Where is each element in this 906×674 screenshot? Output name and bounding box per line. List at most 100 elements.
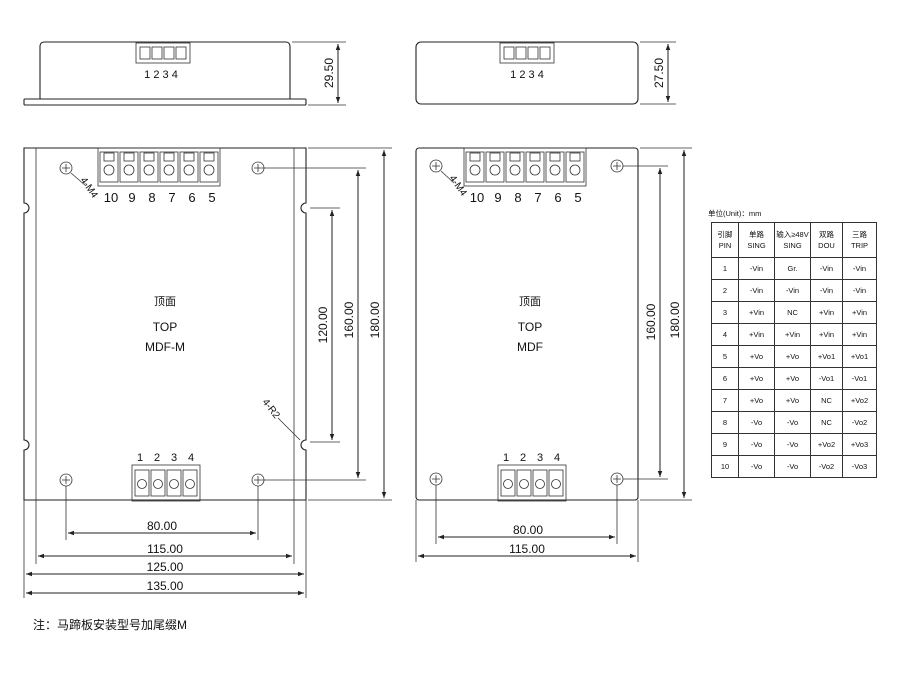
table-row: 10-Vo-Vo-Vo2-Vo3 xyxy=(711,455,877,478)
table-cell: 3 xyxy=(711,301,739,324)
right-pin-10: 10 xyxy=(470,190,484,205)
table-row: 2-Vin-Vin-Vin-Vin xyxy=(711,279,877,302)
right-pin-8: 8 xyxy=(514,190,521,205)
table-row: 4+Vin+Vin+Vin+Vin xyxy=(711,323,877,346)
table-cell: -Vin xyxy=(842,257,877,280)
table-cell: +Vin xyxy=(738,323,775,346)
left-dim-120: 120.00 xyxy=(316,306,330,343)
left-pin-3: 3 xyxy=(171,452,177,464)
left-pin-2: 2 xyxy=(154,452,160,464)
table-cell: 6 xyxy=(711,367,739,390)
left-dim-125: 125.00 xyxy=(147,560,184,574)
table-cell: -Vin xyxy=(810,279,843,302)
right-pin-7: 7 xyxy=(534,190,541,205)
table-cell: +Vin xyxy=(842,323,877,346)
left-pin-6: 6 xyxy=(188,190,195,205)
table-row: 5+Vo+Vo+Vo1+Vo1 xyxy=(711,345,877,368)
table-cell: +Vin xyxy=(842,301,877,324)
table-cell: +Vo xyxy=(774,345,811,368)
table-cell: +Vin xyxy=(810,323,843,346)
table-row: 6+Vo+Vo-Vo1-Vo1 xyxy=(711,367,877,390)
right-pin-1: 1 xyxy=(503,452,509,464)
right-bottom-connector xyxy=(497,464,567,502)
left-pin-4: 4 xyxy=(188,452,194,464)
table-cell: 9 xyxy=(711,433,739,456)
left-pin-7: 7 xyxy=(168,190,175,205)
right-pin-4: 4 xyxy=(554,452,560,464)
left-pin-5: 5 xyxy=(208,190,215,205)
table-cell: -Vo xyxy=(738,433,775,456)
table-cell: +Vo2 xyxy=(810,433,843,456)
table-cell: -Vo xyxy=(738,455,775,478)
right-dim-115: 115.00 xyxy=(509,542,545,556)
table-cell: +Vo xyxy=(774,367,811,390)
left-label-cn: 顶面 xyxy=(154,295,176,308)
left-dim-160: 160.00 xyxy=(342,301,356,338)
table-cell: 8 xyxy=(711,411,739,434)
right-side-connector xyxy=(499,42,555,64)
table-cell: -Vo2 xyxy=(842,411,877,434)
right-bottom-pin-numbers: 1 2 3 4 xyxy=(503,452,560,464)
right-dim-180: 180.00 xyxy=(668,301,682,338)
right-hole-tl xyxy=(429,159,443,173)
table-cell: 10 xyxy=(711,455,739,478)
right-label-cn: 顶面 xyxy=(519,295,541,308)
table-cell: -Vin xyxy=(842,279,877,302)
right-height-dim: 27.50 xyxy=(652,58,666,88)
table-cell: 7 xyxy=(711,389,739,412)
left-bottom-connector xyxy=(131,464,201,502)
right-pin-9: 9 xyxy=(494,190,501,205)
footnote: 注：马蹄板安装型号加尾缀M xyxy=(33,618,187,632)
left-pin-10: 10 xyxy=(104,190,118,205)
table-cell: 4 xyxy=(711,323,739,346)
left-dim-80: 80.00 xyxy=(147,519,177,533)
left-top-connector xyxy=(97,147,221,187)
table-cell: Gr. xyxy=(774,257,811,280)
right-side-pin-numbers: 1 2 3 4 xyxy=(510,69,544,81)
table-cell: 1 xyxy=(711,257,739,280)
right-top-view: 10 9 8 7 6 5 1 2 3 4 4-M4 顶面 TOP MDF 160… xyxy=(415,147,692,562)
table-cell: -Vo xyxy=(774,411,811,434)
left-label-top: TOP xyxy=(153,320,177,334)
table-cell: +Vin xyxy=(774,323,811,346)
table-cell: -Vin xyxy=(738,279,775,302)
table-cell: -Vo xyxy=(738,411,775,434)
table-cell: NC xyxy=(810,411,843,434)
left-bottom-pin-numbers: 1 2 3 4 xyxy=(137,452,194,464)
right-hole-tr xyxy=(610,159,624,173)
table-cell: +Vin xyxy=(810,301,843,324)
left-hole-tl xyxy=(59,161,73,175)
table-cell: -Vo2 xyxy=(810,455,843,478)
table-cell: +Vo3 xyxy=(842,433,877,456)
right-pin-3: 3 xyxy=(537,452,543,464)
table-cell: 5 xyxy=(711,345,739,368)
table-cell: -Vo xyxy=(774,455,811,478)
right-label-model: MDF xyxy=(517,340,543,354)
right-top-pin-numbers: 10 9 8 7 6 5 xyxy=(470,190,582,205)
table-cell: +Vo1 xyxy=(842,345,877,368)
left-label-model: MDF-M xyxy=(145,340,185,354)
table-cell: NC xyxy=(774,301,811,324)
table-row: 9-Vo-Vo+Vo2+Vo3 xyxy=(711,433,877,456)
table-cell: +Vo xyxy=(738,367,775,390)
right-dim-160: 160.00 xyxy=(644,303,658,340)
right-dim-80: 80.00 xyxy=(513,523,543,537)
left-top-view: 10 9 8 7 6 5 1 2 3 4 4-M4 4-R2 顶面 TOP MD… xyxy=(23,147,392,598)
left-dim-115: 115.00 xyxy=(147,542,183,556)
right-pin-6: 6 xyxy=(554,190,561,205)
table-cell: +Vo xyxy=(738,345,775,368)
left-pin-9: 9 xyxy=(128,190,135,205)
left-height-dim: 29.50 xyxy=(322,58,336,88)
right-pin-2: 2 xyxy=(520,452,526,464)
left-side-pin-numbers: 1 2 3 4 xyxy=(144,69,178,81)
table-cell: +Vo2 xyxy=(842,389,877,412)
left-dim-135: 135.00 xyxy=(147,579,184,593)
